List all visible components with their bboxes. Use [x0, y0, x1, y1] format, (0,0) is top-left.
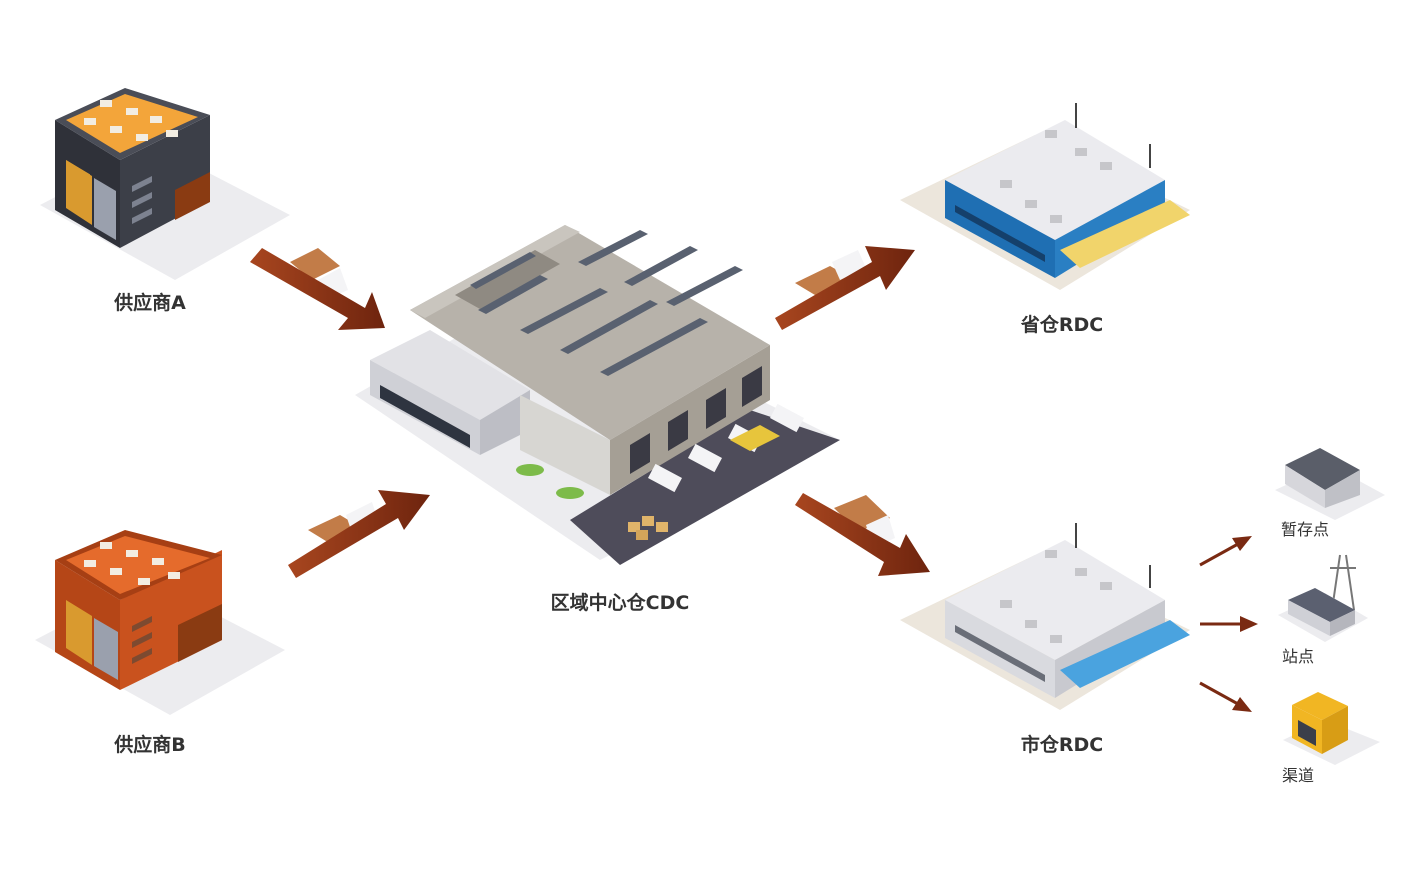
supplier-b-label: 供应商B: [114, 734, 186, 756]
supplier-a-building-icon: [40, 88, 290, 280]
arrow-to-temp-storage-icon: [1199, 536, 1252, 567]
station-label: 站点: [1281, 647, 1315, 666]
cdc-warehouse-icon: [355, 225, 840, 565]
channel-label: 渠道: [1281, 766, 1315, 785]
arrow-to-station-icon: [1200, 616, 1258, 632]
arrow-cdc-to-city-rdc-icon: [795, 493, 930, 576]
temp-storage-label: 暂存点: [1280, 520, 1330, 539]
supplier-b-building-icon: [35, 530, 285, 715]
temp-storage-building-icon: [1275, 448, 1385, 520]
arrow-supplier-a-to-cdc-icon: [250, 248, 385, 330]
channel-shop-icon: [1283, 692, 1380, 765]
station-building-icon: [1278, 588, 1368, 642]
province-rdc-label: 省仓RDC: [1020, 314, 1104, 336]
province-rdc-warehouse-icon: [900, 103, 1190, 290]
supplier-a-label: 供应商A: [114, 292, 186, 314]
city-rdc-warehouse-icon: [900, 523, 1190, 710]
arrow-supplier-b-to-cdc-icon: [288, 490, 430, 578]
city-rdc-label: 市仓RDC: [1020, 734, 1104, 756]
cdc-label: 区域中心仓CDC: [550, 592, 690, 614]
arrow-to-channel-icon: [1199, 681, 1252, 712]
truck-icon: [795, 250, 866, 298]
arrow-cdc-to-province-rdc-icon: [775, 246, 915, 330]
